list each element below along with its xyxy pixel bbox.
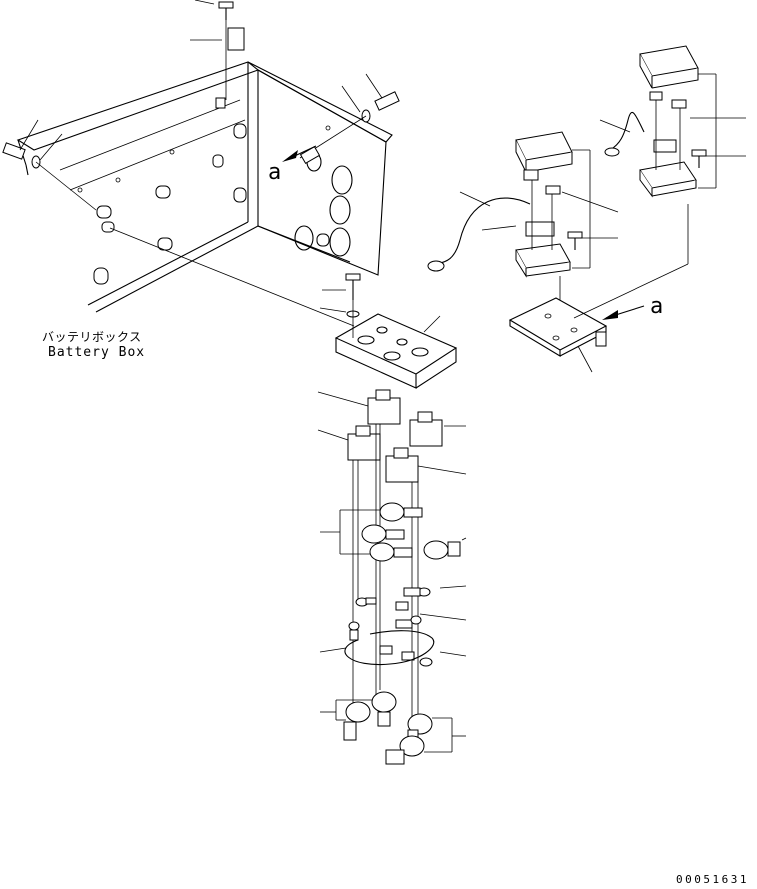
cables xyxy=(319,585,467,667)
battery-box-label-en: Battery Box xyxy=(48,345,146,360)
view-arrow-plate xyxy=(602,305,645,320)
assembly-line xyxy=(109,227,355,327)
view-arrow-box xyxy=(282,145,317,162)
fuse-plate xyxy=(508,204,689,373)
vertical-assembly-lines xyxy=(352,424,419,730)
battery-box xyxy=(16,61,393,313)
drawing-number: 00051631 xyxy=(676,873,749,886)
fuse-holder-2 xyxy=(599,45,746,198)
terminal-boots xyxy=(320,502,467,562)
relay-mount-bracket xyxy=(319,273,458,389)
lower-terminal-boots xyxy=(320,691,466,765)
view-reference-a-plate: a xyxy=(650,294,664,319)
fuse-holder-1 xyxy=(427,131,619,278)
view-reference-a-box: a xyxy=(268,160,282,185)
box-fasteners xyxy=(2,0,400,211)
relays xyxy=(317,389,467,483)
battery-box-label-jp: バッテリボックス xyxy=(42,330,142,344)
